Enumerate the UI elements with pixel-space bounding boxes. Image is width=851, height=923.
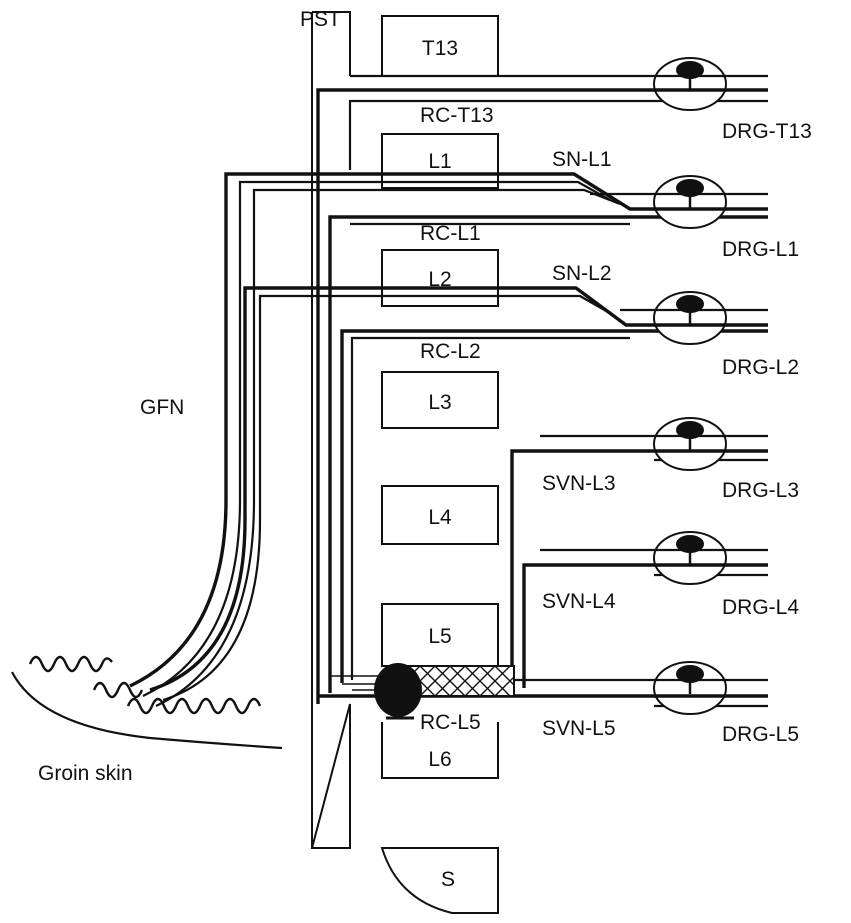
rami-l2-b — [162, 294, 616, 702]
vertebra-label-l1: L1 — [428, 150, 451, 173]
label-rc-l1: RC-L1 — [420, 222, 481, 245]
label-rc-l2: RC-L2 — [420, 340, 481, 363]
rc-l5-ganglion — [374, 663, 422, 717]
rami-t13 — [316, 88, 768, 704]
vertebra-label-l6: L6 — [428, 748, 451, 771]
drg-l3 — [653, 417, 727, 471]
rami-t13-inner — [348, 99, 768, 170]
label-gfn: GFN — [140, 396, 184, 419]
rami-l1-b — [142, 180, 611, 697]
vertebra-label-l5: L5 — [428, 625, 451, 648]
label-rc-l5: RC-L5 — [420, 711, 481, 734]
drg-l2 — [653, 291, 727, 345]
vertebra-label-s: S — [441, 868, 455, 891]
vertebra-l6 — [381, 722, 499, 779]
label-drg-l5: DRG-L5 — [722, 723, 799, 746]
label-svn-l5: SVN-L5 — [542, 717, 616, 740]
rami-l2 — [149, 286, 768, 692]
label-drg-l1: DRG-L1 — [722, 238, 799, 261]
vertebra-label-l2: L2 — [428, 268, 451, 291]
drg-l1 — [653, 175, 727, 229]
rc-l1-branch — [328, 215, 768, 693]
rc-l2-branch — [340, 329, 768, 683]
label-svn-l3: SVN-L3 — [542, 472, 616, 495]
label-sn-l2: SN-L2 — [552, 262, 612, 285]
vertebra-t13 — [381, 15, 499, 77]
vertebra-label-l4: L4 — [428, 506, 452, 529]
label-drg-t13: DRG-T13 — [722, 120, 812, 143]
label-drg-l3: DRG-L3 — [722, 479, 799, 502]
label-pst: PST — [300, 8, 341, 31]
vertebra-l3 — [381, 371, 499, 429]
svn-l4-branch — [522, 563, 768, 688]
vertebra-label-t13: T13 — [422, 37, 458, 60]
vertebra-label-l3: L3 — [428, 391, 451, 414]
rc-l2-inner — [350, 336, 630, 680]
groin-skin-surface — [11, 671, 283, 750]
rami-l1 — [129, 172, 768, 688]
rami-l1-c — [155, 188, 621, 707]
label-sn-l1: SN-L1 — [552, 148, 612, 171]
label-drg-l2: DRG-L2 — [722, 356, 799, 379]
drg-t13 — [653, 57, 727, 111]
vertebra-l1 — [381, 133, 499, 189]
vertebra-s — [380, 847, 499, 914]
groin-skin-hair — [28, 655, 262, 715]
label-rc-t13: RC-T13 — [420, 104, 494, 127]
vertebra-l5 — [381, 603, 499, 667]
label-groin-skin: Groin skin — [38, 762, 133, 785]
label-drg-l4: DRG-L4 — [722, 596, 799, 619]
drg-l5 — [653, 661, 727, 715]
label-svn-l4: SVN-L4 — [542, 590, 616, 613]
rami-bundle-crosshatch — [330, 665, 515, 697]
pst-column — [310, 11, 351, 849]
drg-l4 — [653, 531, 727, 585]
vertebra-l4 — [381, 485, 499, 545]
